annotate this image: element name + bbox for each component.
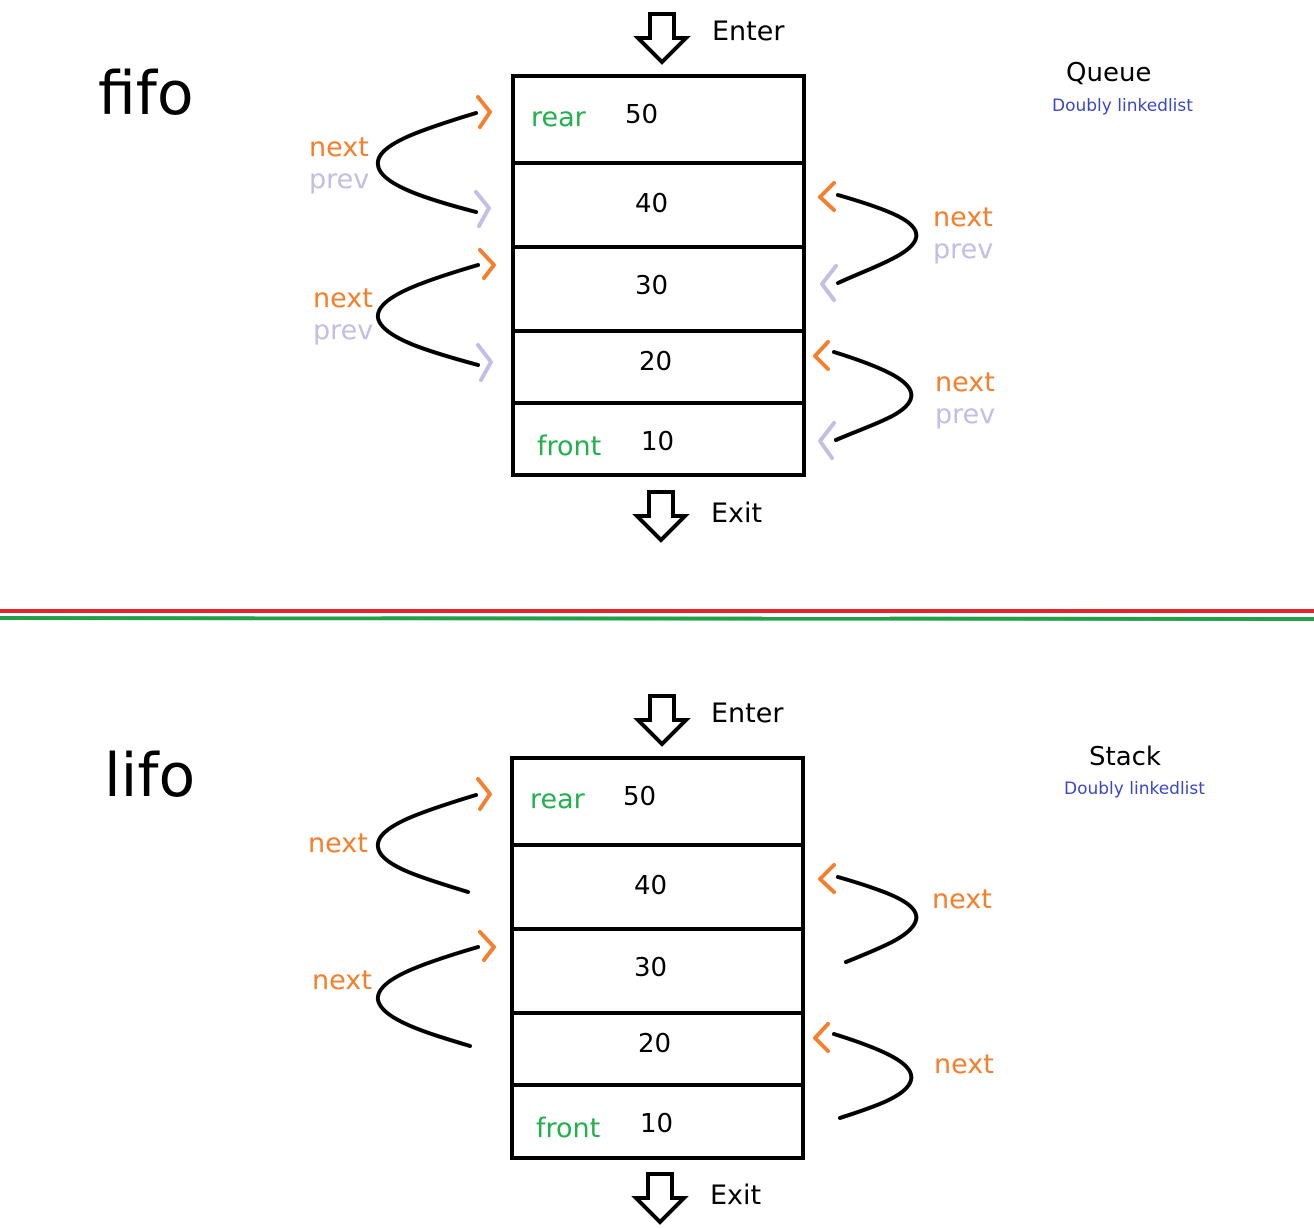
queue-node-10: front 10 [515, 401, 802, 477]
stack-enter-label: Enter [711, 698, 784, 729]
queue-next-arrowhead [478, 248, 496, 280]
stack-link-next-label: next [308, 828, 368, 859]
stack-label: Stack [1089, 742, 1161, 772]
queue-prev-arrowhead [818, 421, 836, 460]
stack-front-label: front [536, 1113, 601, 1144]
queue-enter-label: Enter [712, 16, 785, 47]
queue-link-curve [375, 263, 480, 367]
stack-node-50: rear 50 [514, 760, 801, 843]
stack-exit-label: Exit [710, 1180, 762, 1211]
stack-node-column: rear 50 40 30 20 front 10 [510, 756, 805, 1160]
queue-node-column: rear 50 40 30 20 front 10 [511, 74, 806, 477]
stack-link-next-label: next [932, 884, 992, 915]
queue-prev-arrowhead [476, 343, 493, 382]
queue-link-prev-label: prev [309, 164, 370, 195]
queue-node-50: rear 50 [515, 78, 802, 161]
queue-node-value: 10 [641, 427, 675, 457]
stack-next-arrowhead [818, 863, 836, 894]
queue-node-40: 40 [515, 161, 802, 245]
stack-rear-label: rear [530, 784, 585, 815]
queue-next-arrowhead [476, 95, 492, 129]
queue-prev-arrowhead [474, 190, 491, 228]
stack-node-20: 20 [514, 1011, 801, 1083]
stack-exit-arrow [631, 1172, 689, 1225]
stack-node-value: 40 [634, 871, 668, 901]
stack-section: lifo Stack Doubly linkedlist Enter Exit … [0, 682, 1314, 1229]
queue-node-value: 40 [635, 189, 669, 219]
queue-link-curve [375, 111, 478, 214]
stack-node-value: 50 [623, 782, 657, 812]
stack-next-arrowhead [478, 930, 496, 962]
queue-link-prev-label: prev [935, 399, 996, 430]
queue-front-label: front [537, 431, 602, 462]
fifo-title: fifo [98, 59, 194, 129]
queue-prev-arrowhead [820, 264, 838, 302]
stack-node-value: 10 [640, 1109, 674, 1139]
queue-link-curve [832, 350, 914, 442]
stack-link-next-label: next [934, 1049, 994, 1080]
queue-arrows-overlay [375, 12, 919, 543]
queue-link-prev-label: prev [933, 234, 994, 265]
stack-link-curve [375, 945, 480, 1048]
queue-link-prev-label: prev [313, 315, 374, 346]
queue-exit-label: Exit [711, 498, 763, 529]
stack-next-arrowhead [813, 1022, 830, 1053]
queue-exit-arrow [632, 490, 690, 543]
stack-node-value: 20 [638, 1029, 672, 1059]
queue-enter-arrow [633, 12, 691, 65]
stack-node-30: 30 [514, 927, 801, 1011]
queue-node-20: 20 [515, 329, 802, 401]
stack-next-arrowhead [476, 777, 492, 811]
queue-link-next-label: next [935, 367, 995, 398]
queue-doubly-linkedlist-label: Doubly linkedlist [1052, 96, 1193, 116]
queue-next-arrowhead [818, 181, 836, 212]
queue-link-next-label: next [933, 202, 993, 233]
queue-node-value: 20 [639, 347, 673, 377]
stack-node-10: front 10 [514, 1083, 801, 1160]
stack-node-40: 40 [514, 843, 801, 927]
stack-enter-arrow [633, 694, 691, 747]
queue-node-value: 30 [635, 271, 669, 301]
queue-rear-label: rear [531, 102, 586, 133]
queue-link-next-label: next [309, 132, 369, 163]
lifo-title: lifo [104, 741, 196, 811]
divider-green-line [0, 616, 1314, 621]
queue-link-curve [836, 193, 919, 285]
queue-node-value: 50 [625, 100, 659, 130]
stack-node-value: 30 [634, 953, 668, 983]
stack-link-curve [832, 1032, 914, 1120]
queue-section: fifo Queue Doubly linkedlist Enter Exit … [0, 0, 1314, 600]
queue-label: Queue [1066, 58, 1152, 88]
queue-next-arrowhead [813, 340, 830, 371]
stack-doubly-linkedlist-label: Doubly linkedlist [1064, 779, 1205, 799]
queue-link-next-label: next [313, 283, 373, 314]
stack-link-curve [836, 875, 919, 964]
stack-link-next-label: next [312, 965, 372, 996]
queue-node-30: 30 [515, 245, 802, 329]
stack-arrows-overlay [375, 694, 919, 1225]
stack-link-curve [375, 793, 478, 894]
